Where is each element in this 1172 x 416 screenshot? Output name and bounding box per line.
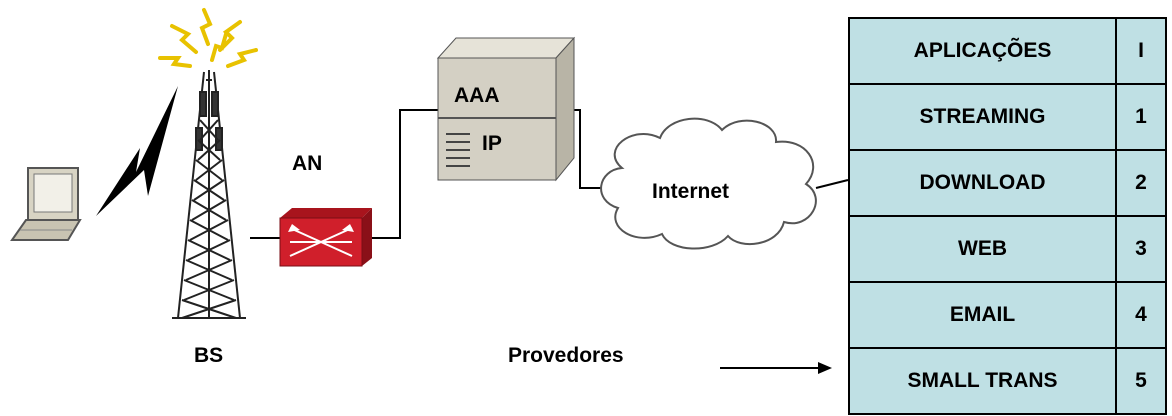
table-header-row: APLICAÇÕES I [848, 17, 1167, 85]
table-cell-name: STREAMING [848, 83, 1117, 151]
table-cell-name: WEB [848, 215, 1117, 283]
table-cell-name: EMAIL [848, 281, 1117, 349]
radio-tower-icon [172, 70, 246, 319]
table-cell-num: 2 [1115, 149, 1167, 217]
ip-label: IP [482, 132, 502, 155]
table-header-num: I [1115, 17, 1167, 85]
server-icon [436, 36, 576, 182]
table-row: WEB 3 [848, 215, 1167, 283]
table-cell-name: SMALL TRANS [848, 347, 1117, 415]
table-cell-num: 1 [1115, 83, 1167, 151]
table-header-name: APLICAÇÕES [848, 17, 1117, 85]
table-row: STREAMING 1 [848, 83, 1167, 151]
internet-cloud-icon [600, 117, 817, 250]
aaa-label: AAA [454, 84, 500, 107]
table-row: SMALL TRANS 5 [848, 347, 1167, 415]
table-row: EMAIL 4 [848, 281, 1167, 349]
switch-icon [279, 208, 372, 267]
wireless-bolt-icon [96, 86, 178, 216]
applications-table: APLICAÇÕES I STREAMING 1 DOWNLOAD 2 WEB … [848, 17, 1167, 415]
an-label: AN [292, 152, 323, 175]
signal-spark-icon [158, 8, 258, 68]
bs-label: BS [194, 344, 224, 367]
table-cell-num: 5 [1115, 347, 1167, 415]
table-cell-name: DOWNLOAD [848, 149, 1117, 217]
provedores-arrow [720, 362, 832, 374]
laptop-icon [10, 167, 82, 241]
provedores-label: Provedores [508, 344, 624, 367]
table-cell-num: 3 [1115, 215, 1167, 283]
internet-label: Internet [652, 180, 730, 203]
table-cell-num: 4 [1115, 281, 1167, 349]
table-row: DOWNLOAD 2 [848, 149, 1167, 217]
